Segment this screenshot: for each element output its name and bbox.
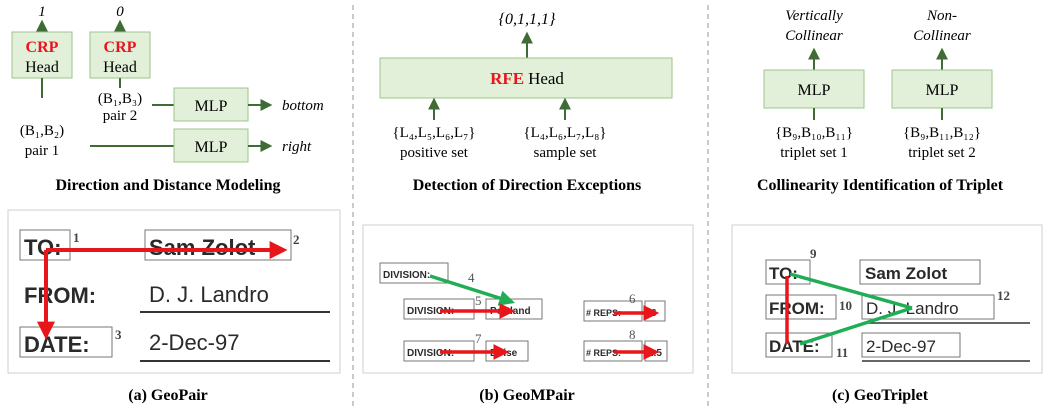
doc-c-n9: 9 — [810, 246, 817, 261]
c-out2-line1: Non- — [926, 8, 957, 24]
doc-b-box-l4 — [379, 262, 449, 284]
doc-c-green-line1 — [789, 272, 913, 310]
doc-c-date-value: 2-Dec-97 — [866, 337, 936, 356]
doc-c-frame — [731, 224, 1043, 374]
c-set1-items: {B₉,B₁₀,B₁₁} — [775, 125, 853, 141]
doc-a-date: DATE: — [24, 332, 90, 357]
sample-set-label: sample set — [534, 145, 598, 161]
panel-c-title: Collinearity Identification of Triplet — [757, 177, 1004, 194]
panel-a-title: Direction and Distance Modeling — [55, 177, 280, 194]
doc-c-green-line2 — [799, 306, 913, 346]
c-set2-label: triplet set 2 — [908, 145, 976, 161]
pair2-label: pair 2 — [103, 108, 138, 124]
doc-c-box-dec — [861, 332, 961, 358]
rfe-label: RFE — [490, 69, 524, 88]
crp1-head: Head — [25, 59, 59, 76]
doc-c-from: FROM: — [769, 299, 825, 318]
crp1-box — [11, 31, 73, 79]
doc-a-n2: 2 — [293, 232, 300, 247]
rfe-box — [379, 57, 673, 99]
doc-c-n12: 12 — [997, 288, 1010, 303]
doc-b-l5: DIVISION: — [407, 306, 454, 317]
c-mlp2-label: MLP — [926, 82, 959, 99]
doc-c-box-from — [765, 294, 837, 320]
positive-set-label: positive set — [400, 145, 469, 161]
doc-a-from-value: D. J. Landro — [149, 282, 269, 307]
panel-b-title: Detection of Direction Exceptions — [413, 177, 642, 194]
doc-c-n10: 10 — [839, 298, 852, 313]
doc-a-frame — [7, 209, 341, 374]
pair1-bbox: (B₁,B₂) — [20, 123, 64, 139]
panel-b-caption: (b) GeoMPair — [479, 387, 575, 404]
rfe-output: {0,1,1,1} — [499, 11, 556, 28]
mlp1-box — [173, 87, 249, 122]
doc-b-l7: DIVISION: — [407, 348, 454, 359]
doc-a-from: FROM: — [24, 283, 96, 308]
c-mlp1-label: MLP — [798, 82, 831, 99]
doc-a-box-date — [19, 326, 113, 358]
doc-a-n3: 3 — [115, 327, 122, 342]
doc-b-n6: 6 — [629, 291, 636, 306]
pair1-label: pair 1 — [25, 143, 60, 159]
crp2-head: Head — [103, 59, 137, 76]
doc-b-n8: 8 — [629, 327, 636, 342]
mlp1-output: bottom — [282, 98, 324, 114]
doc-b-l6: # REPS: — [586, 308, 621, 318]
panel-a-caption: (a) GeoPair — [128, 387, 208, 404]
doc-b-box-l6 — [583, 300, 643, 322]
doc-c-box-sam — [859, 259, 981, 285]
crp1-output: 1 — [38, 4, 46, 20]
mlp2-label: MLP — [195, 139, 228, 156]
doc-a-date-value: 2-Dec-97 — [149, 330, 239, 355]
doc-c-to: TO: — [769, 264, 798, 283]
crp2-output: 0 — [116, 4, 124, 20]
panel-c: Vertically Collinear MLP {B₉,B₁₀,B₁₁} tr… — [731, 8, 1043, 404]
doc-a-to: TO: — [24, 235, 61, 260]
c-out1-line2: Collinear — [785, 28, 843, 44]
mlp2-output: right — [282, 139, 312, 155]
crp2-label: CRP — [104, 39, 137, 56]
sample-set-items: {L₄,L₆,L₇,L₈} — [523, 125, 606, 141]
doc-b-n7: 7 — [475, 331, 482, 346]
mlp2-box — [173, 128, 249, 163]
positive-set-items: {L₄,L₅,L₆,L₇} — [392, 125, 475, 141]
doc-b-l4: DIVISION: — [383, 270, 430, 281]
doc-b-l8: # REPS: — [586, 348, 621, 358]
doc-b-arrow-green — [429, 274, 516, 306]
pair2-bbox: (B₁,B₃) — [98, 91, 142, 107]
doc-c-to-value: Sam Zolot — [865, 264, 948, 283]
c-mlp2-box — [891, 69, 993, 109]
c-out1-line1: Vertically — [785, 8, 843, 24]
c-out2-line2: Collinear — [913, 28, 971, 44]
c-mlp1-box — [763, 69, 865, 109]
rfe-head: Head — [528, 69, 564, 88]
doc-c-n11: 11 — [836, 345, 848, 360]
doc-a-box-sam — [144, 229, 292, 261]
doc-b-box-l5 — [403, 298, 475, 320]
doc-c-box-date — [765, 332, 833, 358]
doc-a-to-value: Sam Zolot — [149, 235, 256, 260]
doc-b-n4: 4 — [468, 270, 475, 285]
panel-a: 1 CRP Head 0 CRP Head (B₁,B₃) pair 2 MLP… — [7, 4, 341, 404]
mlp1-label: MLP — [195, 98, 228, 115]
c-set2-items: {B₉,B₁₁,B₁₂} — [903, 125, 981, 141]
doc-c-box-landro — [861, 294, 995, 320]
doc-c-from-value: D. J. Landro — [866, 299, 959, 318]
doc-a-n1: 1 — [73, 230, 80, 245]
doc-b-n5: 5 — [475, 293, 482, 308]
crp1-label: CRP — [26, 39, 59, 56]
c-set1-label: triplet set 1 — [780, 145, 848, 161]
panel-c-caption: (c) GeoTriplet — [832, 387, 929, 404]
